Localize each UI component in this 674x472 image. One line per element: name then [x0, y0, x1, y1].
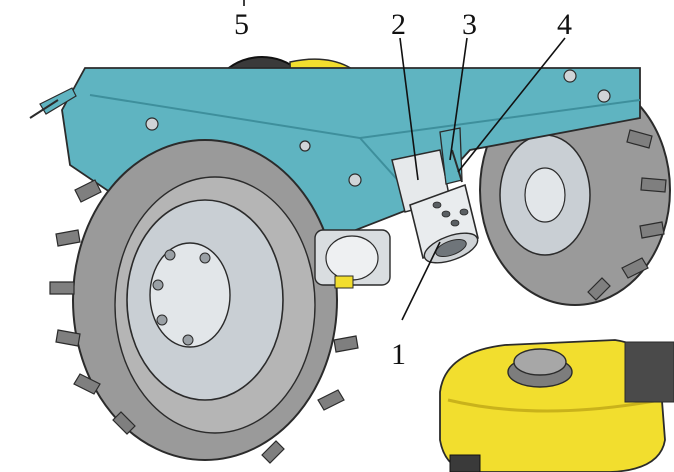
callout-2: 2: [391, 8, 406, 41]
leader-3: [449, 37, 468, 161]
callout-4: 4: [557, 8, 572, 41]
callout-1: 1: [391, 338, 406, 371]
fuel-tank-edge: [447, 398, 661, 413]
callout-5: 5: [234, 8, 249, 41]
hitch-sleeve-bore: [435, 238, 467, 258]
leader-lines: [243, 0, 566, 321]
tank-bracket: [449, 454, 481, 472]
gearbox-yellow-part: [334, 275, 354, 289]
leader-2: [399, 37, 419, 181]
callout-3: 3: [462, 8, 477, 41]
left-hub: [149, 242, 231, 348]
leader-4: [457, 37, 566, 173]
left-tread: [49, 179, 359, 464]
hitch-sleeve-holes: [432, 201, 469, 227]
engine-dark-part: [624, 341, 674, 403]
left-wheel: [49, 139, 359, 464]
leader-1: [401, 241, 441, 321]
left-hub-bolts: [152, 249, 211, 346]
right-hub: [524, 167, 566, 223]
gearbox-pulley: [325, 235, 379, 281]
hitch-assembly: [391, 127, 479, 264]
frame-left-pin: [29, 99, 59, 119]
fuel-cap-icon: [513, 348, 567, 376]
hitch-pin: [451, 149, 463, 183]
gearbox: [314, 229, 391, 289]
fuel-tank-group: [439, 339, 674, 472]
